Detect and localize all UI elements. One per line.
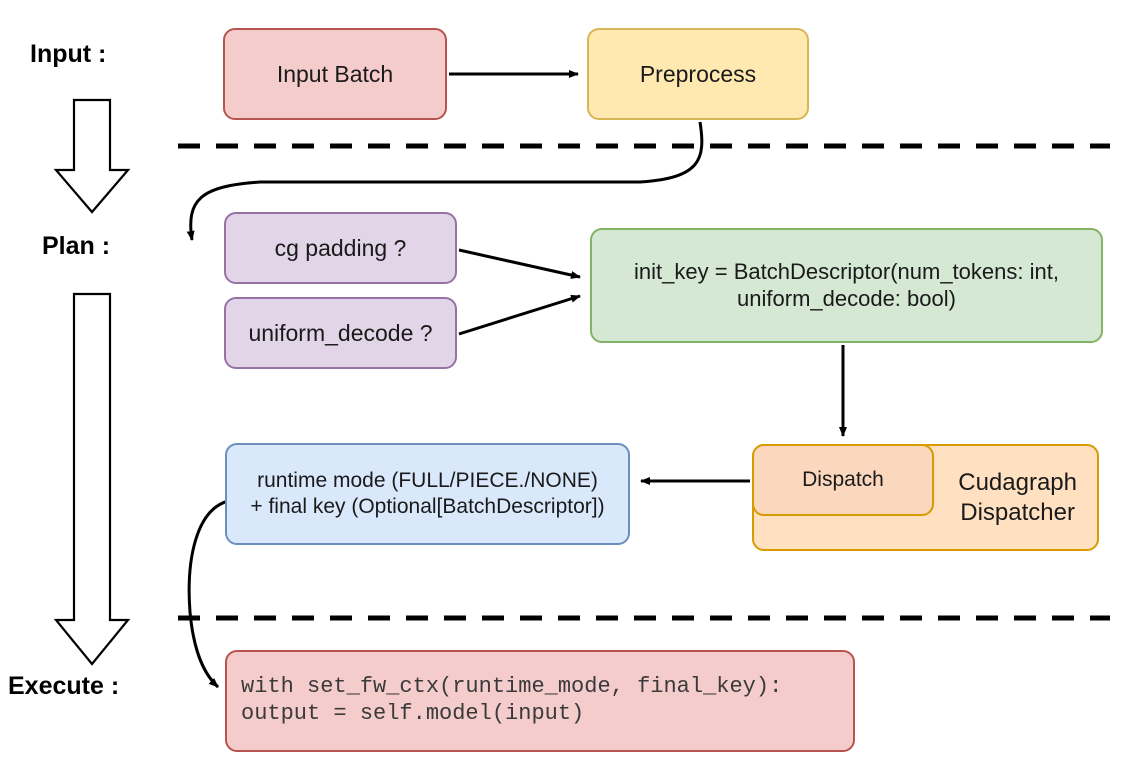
edge-cg-padding-to-init-key bbox=[458, 248, 581, 279]
edge-uniform-decode-to-init-key bbox=[458, 294, 581, 336]
stage-label-input: Input : bbox=[30, 40, 107, 68]
node-cg-padding[interactable]: cg padding ? bbox=[224, 212, 457, 284]
node-input-batch[interactable]: Input Batch bbox=[223, 28, 447, 120]
edge-runtime-mode-to-execute-code bbox=[187, 499, 229, 689]
node-uniform-decode[interactable]: uniform_decode ? bbox=[224, 297, 457, 369]
stage-label-execute: Execute : bbox=[8, 672, 120, 700]
plan-to-execute-block-arrow bbox=[53, 292, 131, 666]
input-to-plan-block-arrow bbox=[53, 98, 131, 214]
node-execute-code[interactable]: with set_fw_ctx(runtime_mode, final_key)… bbox=[225, 650, 855, 752]
node-dispatch[interactable]: Dispatch bbox=[752, 444, 934, 516]
node-init-key[interactable]: init_key = BatchDescriptor(num_tokens: i… bbox=[590, 228, 1103, 343]
node-preprocess[interactable]: Preprocess bbox=[587, 28, 809, 120]
node-runtime-mode[interactable]: runtime mode (FULL/PIECE./NONE) + final … bbox=[225, 443, 630, 545]
stage-label-plan: Plan : bbox=[42, 232, 111, 260]
